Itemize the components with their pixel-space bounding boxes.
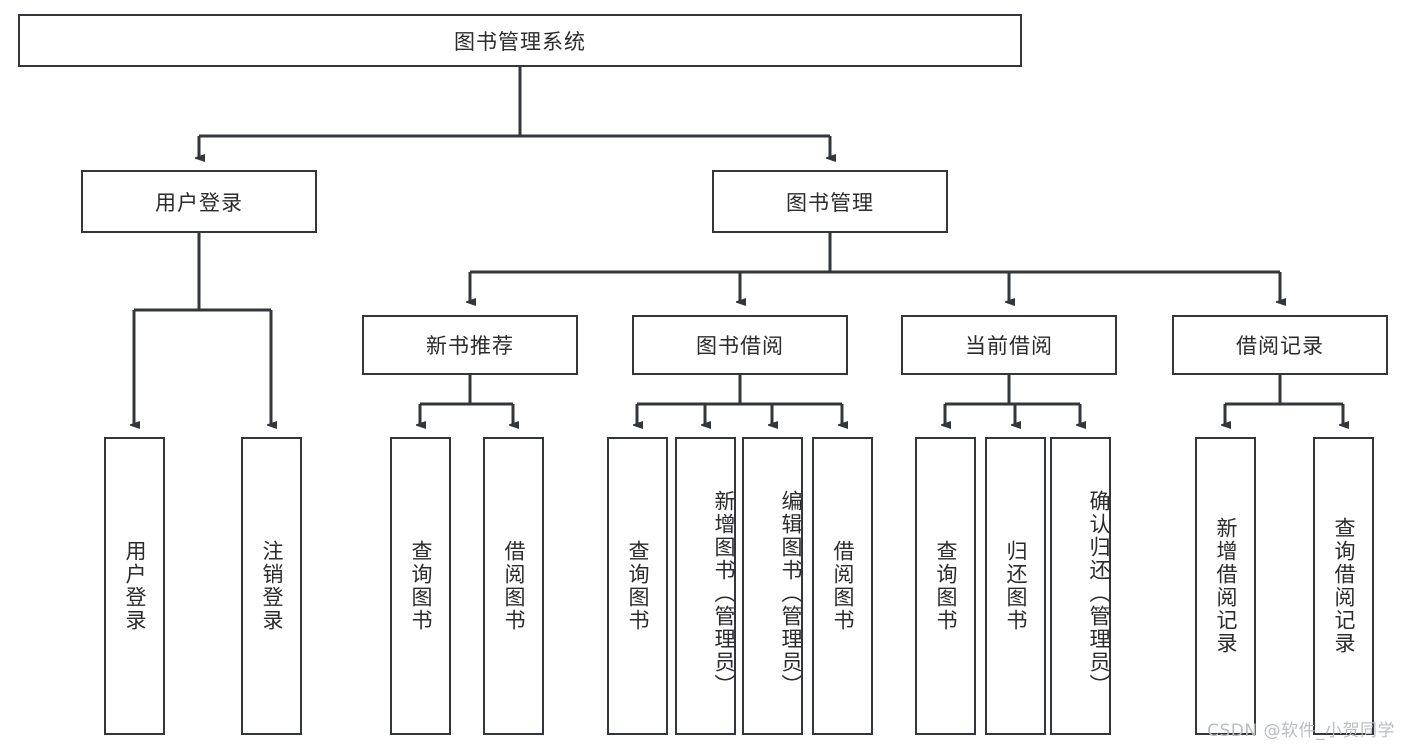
leaf-borrow-record-query[interactable]: 查询借阅记录 [1313,437,1374,735]
node-book-management-label: 图书管理 [786,190,874,215]
leaf-label: 新增图书（管理员） [712,489,736,697]
leaf-label: 查询图书 [409,540,433,632]
node-current-borrow-label: 当前借阅 [965,334,1053,358]
leaf-label: 查询图书 [626,540,650,632]
leaf-label: 查询借阅记录 [1332,517,1356,655]
leaf-label: 编辑图书（管理员） [779,489,803,697]
node-current-borrow[interactable]: 当前借阅 [901,315,1117,375]
leaf-book-borrow-borrow[interactable]: 借阅图书 [812,437,873,735]
node-book-borrow-label: 图书借阅 [696,334,784,358]
node-borrow-record-label: 借阅记录 [1236,334,1324,358]
leaf-user-login-login[interactable]: 用户登录 [104,437,165,735]
leaf-label: 归还图书 [1004,540,1028,632]
leaf-label: 借阅图书 [831,540,855,632]
leaf-label: 用户登录 [123,540,147,632]
node-new-book-recommend-label: 新书推荐 [426,334,514,358]
leaf-label: 确认归还（管理员） [1087,489,1111,697]
leaf-new-book-query[interactable]: 查询图书 [390,437,451,735]
leaf-book-borrow-query[interactable]: 查询图书 [607,437,668,735]
leaf-current-borrow-return[interactable]: 归还图书 [985,437,1046,735]
node-book-borrow[interactable]: 图书借阅 [632,315,848,375]
node-root[interactable]: 图书管理系统 [18,14,1022,67]
leaf-label: 查询图书 [934,540,958,632]
leaf-book-borrow-add[interactable]: 新增图书（管理员） [675,437,736,735]
node-book-management[interactable]: 图书管理 [712,170,948,233]
node-root-label: 图书管理系统 [454,29,586,54]
leaf-borrow-record-add[interactable]: 新增借阅记录 [1195,437,1256,735]
leaf-current-borrow-confirm-return[interactable]: 确认归还（管理员） [1050,437,1111,735]
leaf-new-book-borrow[interactable]: 借阅图书 [483,437,544,735]
node-new-book-recommend[interactable]: 新书推荐 [362,315,578,375]
node-user-login-label: 用户登录 [155,190,243,215]
node-user-login[interactable]: 用户登录 [81,170,317,233]
leaf-book-borrow-edit[interactable]: 编辑图书（管理员） [742,437,803,735]
leaf-label: 借阅图书 [502,540,526,632]
leaf-user-login-logout[interactable]: 注销登录 [241,437,302,735]
node-borrow-record[interactable]: 借阅记录 [1172,315,1388,375]
leaf-current-borrow-query[interactable]: 查询图书 [915,437,976,735]
leaf-label: 注销登录 [260,540,284,632]
leaf-label: 新增借阅记录 [1214,517,1238,655]
watermark: CSDN @软件_小贺同学 [1207,721,1395,741]
